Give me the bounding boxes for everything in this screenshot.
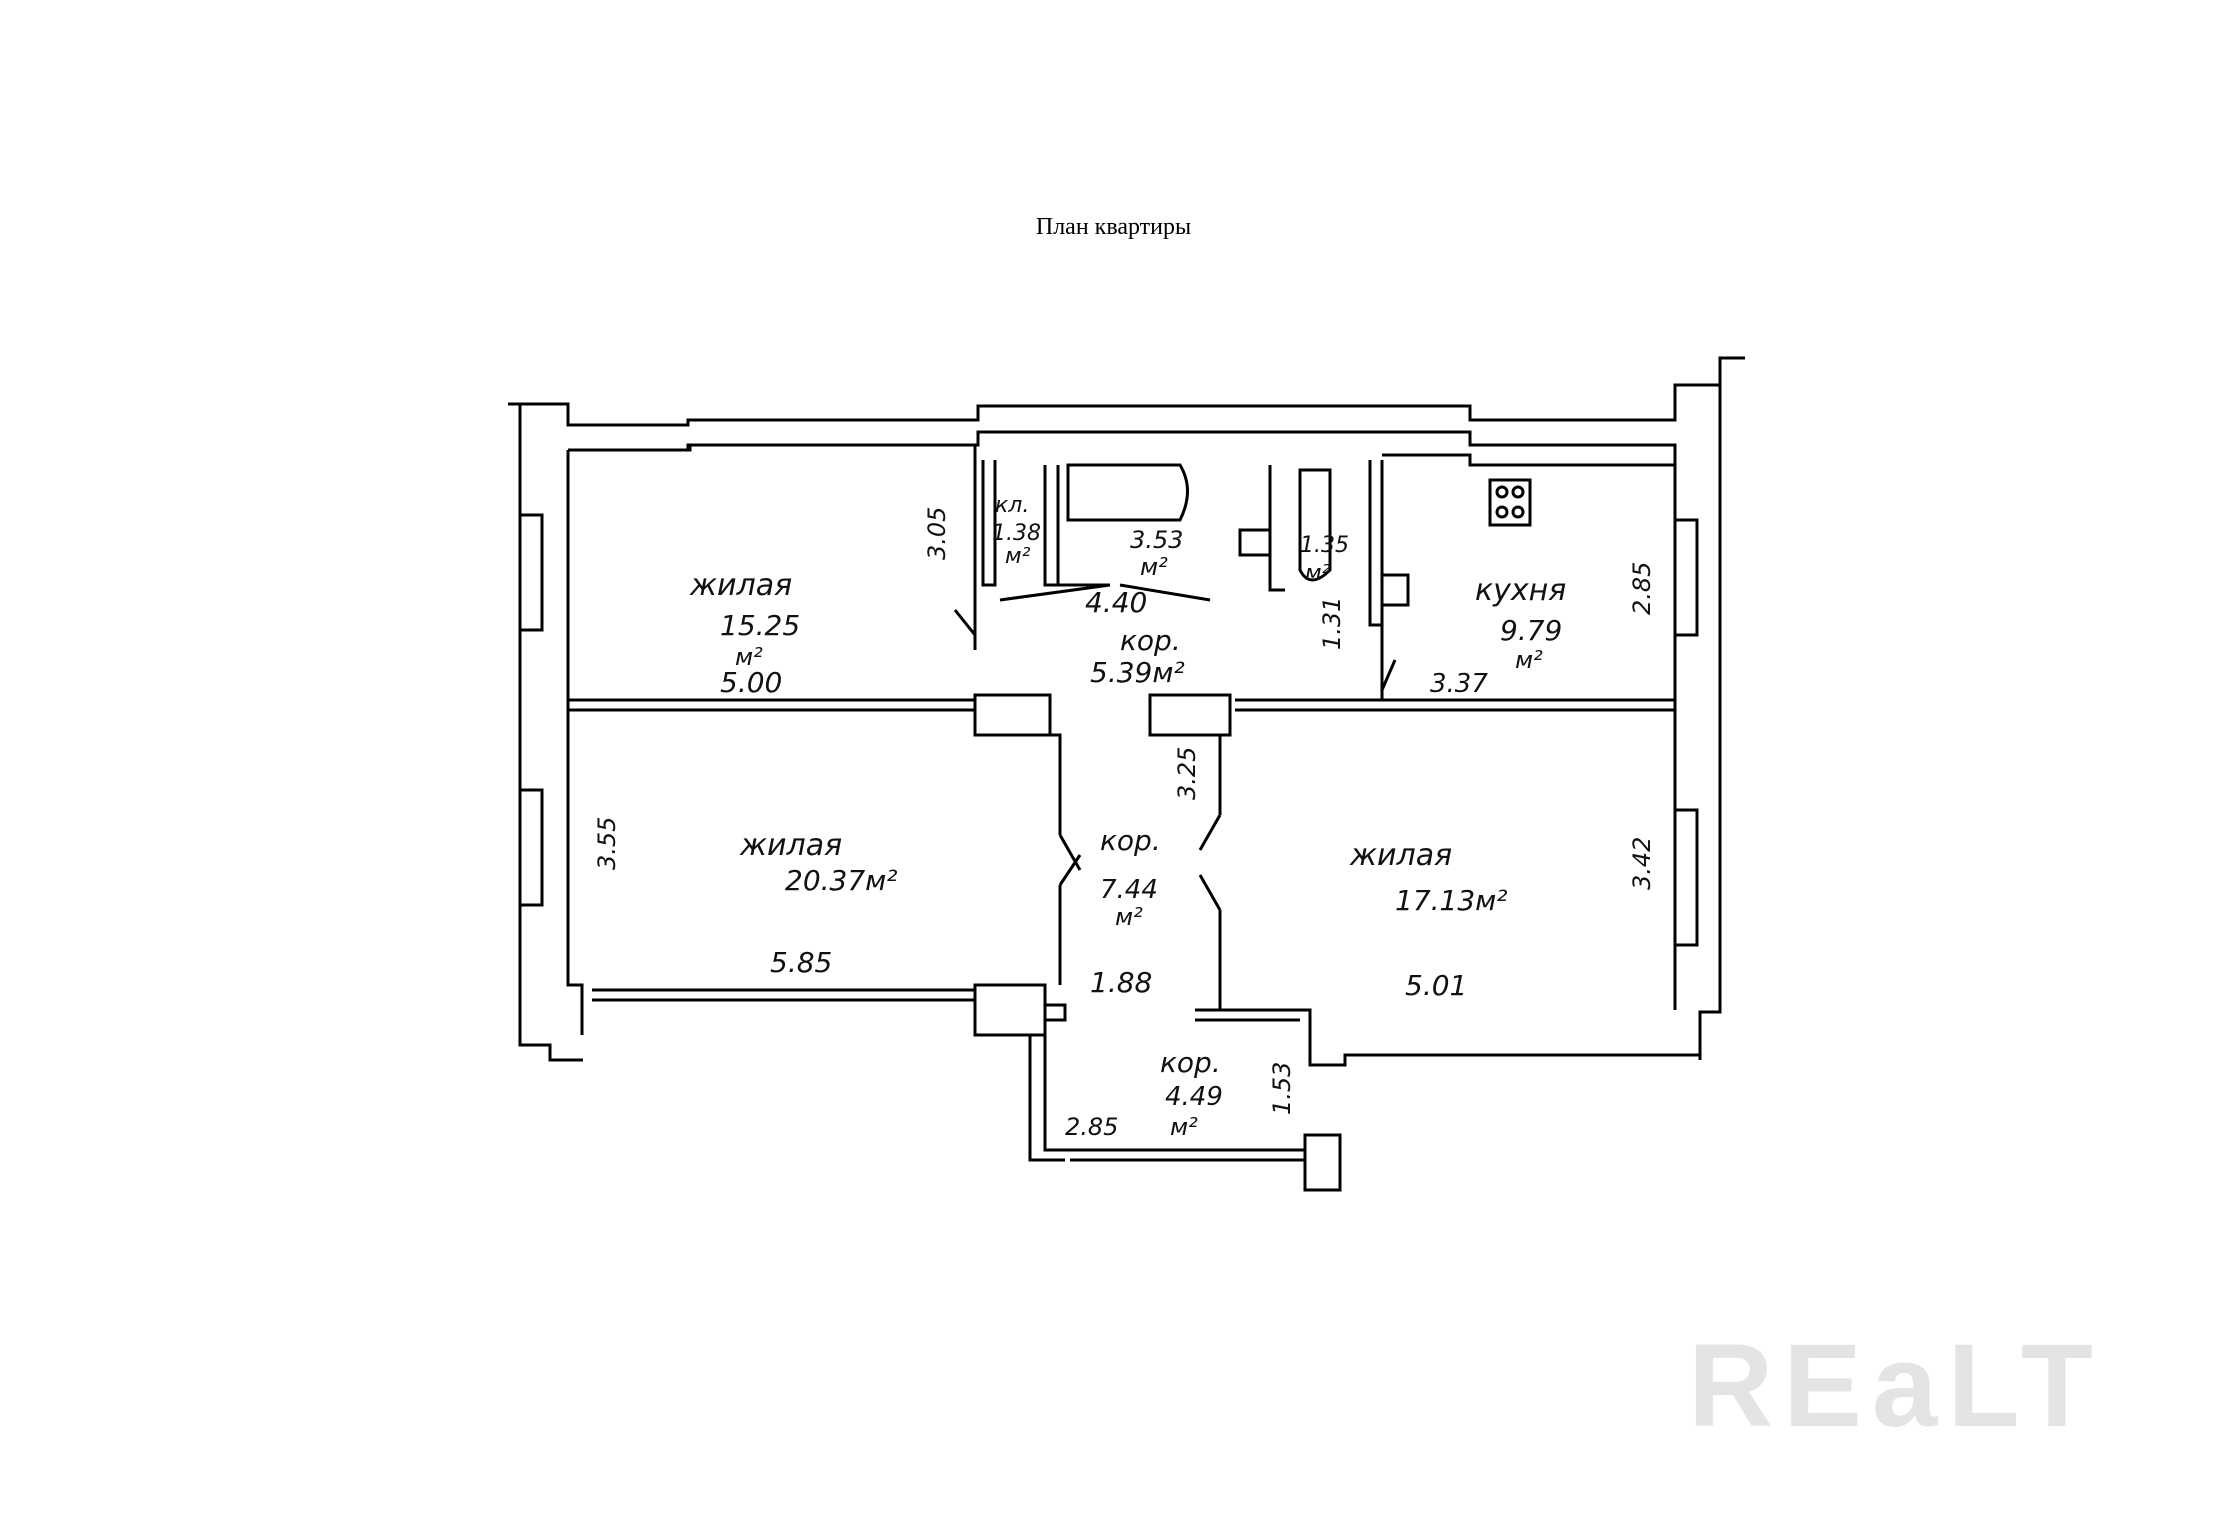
room-living2-width: 5.85 [770, 946, 832, 979]
room-wc-unit: м² [1305, 561, 1331, 586]
room-living3-area: 17.13м² [1395, 884, 1508, 917]
room-corridor3-depth: 1.53 [1268, 1062, 1296, 1115]
room-labels: жилая 15.25 м² 5.00 3.05 кл. 1.38 м² 3.5… [593, 493, 1656, 1141]
room-living1-name: жилая [689, 568, 792, 603]
room-living3-depth: 3.42 [1628, 837, 1656, 890]
room-kitchen-unit: м² [1515, 646, 1543, 674]
room-living1-area: 15.25 [720, 609, 800, 642]
room-corridor2-unit: м² [1115, 903, 1143, 931]
room-closet-area: 1.38 [992, 521, 1041, 546]
room-closet-unit: м² [1005, 544, 1031, 569]
room-corridor3-width: 2.85 [1065, 1113, 1118, 1141]
room-corridor3-unit: м² [1170, 1113, 1198, 1141]
room-corridor2-name: кор. [1100, 824, 1161, 857]
room-living2-name: жилая [739, 828, 842, 863]
watermark-logo: REaLT [1688, 1320, 2103, 1452]
room-kitchen-width: 3.37 [1430, 669, 1488, 699]
room-corridor1-name: кор. [1120, 624, 1181, 657]
room-wc-area: 1.35 [1300, 533, 1349, 558]
room-living2-area: 20.37м² [785, 864, 898, 897]
room-bath-unit: м² [1140, 553, 1168, 581]
page-title: План квартиры [1035, 214, 1192, 240]
room-closet-name: кл. [995, 493, 1029, 518]
room-corridor3-name: кор. [1160, 1046, 1221, 1079]
room-kitchen-area: 9.79 [1500, 614, 1562, 647]
room-living2-depth: 3.55 [593, 817, 621, 870]
room-kitchen-depth: 2.85 [1628, 562, 1656, 615]
room-corridor1-depth: 1.31 [1318, 597, 1346, 650]
room-bath-area: 3.53 [1130, 526, 1183, 554]
room-living1-depth: 3.05 [923, 507, 951, 560]
room-living1-width: 5.00 [720, 666, 782, 699]
room-corridor2-depth: 3.25 [1173, 747, 1201, 800]
room-corridor2-width: 1.88 [1090, 966, 1152, 999]
room-living1-unit: м² [735, 643, 763, 671]
room-corridor3-area: 4.49 [1165, 1082, 1223, 1112]
room-living3-name: жилая [1349, 838, 1452, 873]
room-corridor1-width: 4.40 [1085, 586, 1147, 619]
room-living3-width: 5.01 [1405, 969, 1467, 1002]
plan-walls [508, 356, 1745, 1192]
room-corridor2-area: 7.44 [1100, 875, 1158, 905]
room-corridor1-area: 5.39м² [1090, 656, 1185, 689]
room-kitchen-name: кухня [1475, 573, 1566, 608]
